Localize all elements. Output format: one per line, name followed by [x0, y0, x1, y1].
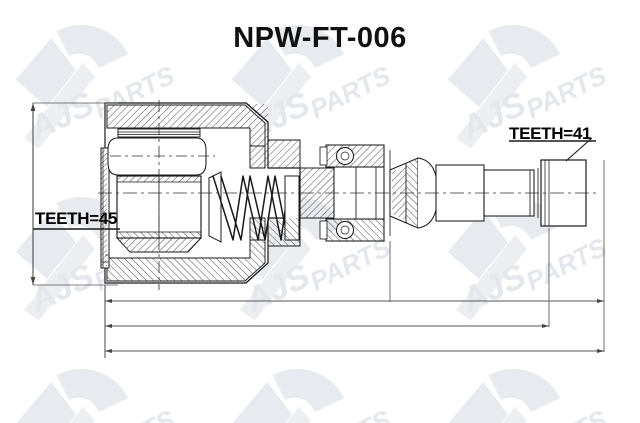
leader-line-teeth-right	[509, 137, 596, 162]
joint-cage-top	[107, 128, 207, 176]
